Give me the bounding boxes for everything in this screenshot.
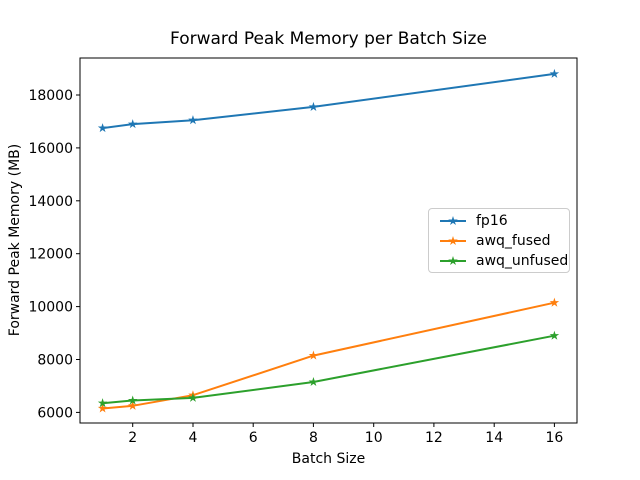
data-point-marker (549, 68, 560, 78)
series-awq_unfused (97, 330, 560, 408)
legend-swatch-fp16 (440, 215, 466, 225)
y-tick-label: 18000 (28, 88, 73, 104)
data-point-marker (549, 330, 560, 340)
data-point-marker (308, 377, 319, 387)
y-tick-label: 8000 (37, 353, 73, 369)
y-axis-label: Forward Peak Memory (MB) (7, 143, 23, 337)
series-fp16 (97, 68, 560, 133)
y-tick-label: 10000 (28, 300, 73, 316)
legend-item-fp16: fp16 (438, 212, 569, 230)
y-axis-ticks: 6000 8000 10000 12000 14000 16000 18000 (28, 88, 80, 421)
y-tick-label: 6000 (37, 405, 73, 421)
x-axis-label: Batch Size (291, 451, 366, 467)
axes-spines (79, 57, 578, 424)
data-point-marker (127, 395, 138, 405)
x-tick-label: 4 (189, 430, 198, 446)
x-tick-label: 12 (425, 430, 443, 446)
legend: fp16 awq_fused awq_unfused (428, 208, 570, 273)
y-tick-label: 12000 (28, 247, 73, 263)
data-point-marker (97, 123, 108, 133)
x-tick-label: 2 (128, 430, 137, 446)
data-point-marker (308, 101, 319, 111)
data-point-marker (188, 392, 198, 402)
y-tick-label: 16000 (28, 141, 73, 157)
data-point-marker (97, 403, 108, 413)
legend-item-awq_unfused: awq_unfused (438, 252, 569, 270)
data-point-marker (188, 115, 198, 125)
legend-label: fp16 (476, 212, 508, 229)
x-axis-ticks: 2 4 6 8 10 12 14 16 (128, 423, 563, 446)
legend-swatch-awq_unfused (440, 255, 466, 265)
x-tick-label: 6 (249, 430, 258, 446)
y-tick-label: 14000 (28, 194, 73, 210)
legend-label: awq_fused (476, 232, 551, 249)
x-tick-label: 16 (545, 430, 563, 446)
x-tick-label: 8 (309, 430, 318, 446)
data-point-marker (127, 119, 138, 129)
legend-item-awq_fused: awq_fused (438, 232, 569, 250)
data-point-marker (97, 398, 108, 408)
x-tick-label: 10 (365, 430, 383, 446)
chart-title: Forward Peak Memory per Batch Size (170, 29, 487, 49)
x-tick-label: 14 (485, 430, 503, 446)
data-point-marker (308, 350, 319, 360)
series-awq_fused (97, 297, 560, 413)
data-point-marker (549, 297, 560, 307)
data-point-marker (127, 400, 138, 410)
legend-swatch-awq_fused (440, 235, 466, 245)
legend-label: awq_unfused (476, 252, 569, 269)
